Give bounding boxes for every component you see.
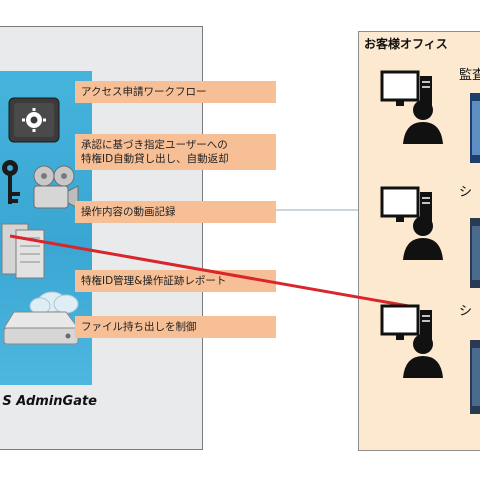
cloud-storage-icon	[3, 291, 79, 345]
feature-label: アクセス申請ワークフロー	[81, 86, 207, 98]
feature-video-recording: 操作内容の動画記録	[75, 201, 276, 223]
red-access-line	[9, 234, 415, 309]
feature-label: 承認に基づき指定ユーザーへの 特権ID自動貸し出し、自動返却	[81, 139, 229, 165]
feature-label: ファイル持ち出しを制御	[81, 321, 197, 333]
feature-file-control: ファイル持ち出しを制御	[75, 316, 276, 338]
feature-workflow: アクセス申請ワークフロー	[75, 81, 276, 103]
user-label-system-admin: シ	[459, 185, 473, 200]
product-name: S AdminGate	[2, 394, 97, 409]
safe-icon	[8, 97, 60, 143]
user-label-auditor: 監査	[459, 68, 480, 83]
monitor-screenshot-icon	[470, 93, 480, 163]
feature-label: 操作内容の動画記録	[81, 206, 176, 218]
user-computer-icon	[380, 70, 443, 144]
feature-privileged-id-lending: 承認に基づき指定ユーザーへの 特権ID自動貸し出し、自動返却	[75, 134, 276, 170]
monitor-screenshot-icon	[470, 340, 480, 414]
user-computer-icon	[380, 304, 443, 378]
feature-audit-report: 特権ID管理&操作証跡レポート	[75, 270, 276, 292]
user-computer-icon	[380, 186, 443, 260]
feature-label: 特権ID管理&操作証跡レポート	[81, 275, 227, 287]
monitor-screenshot-icon	[470, 218, 480, 288]
key-icon	[2, 160, 20, 204]
office-title: お客様オフィス	[364, 37, 448, 51]
user-label-system-admin-2: シ	[459, 304, 473, 319]
